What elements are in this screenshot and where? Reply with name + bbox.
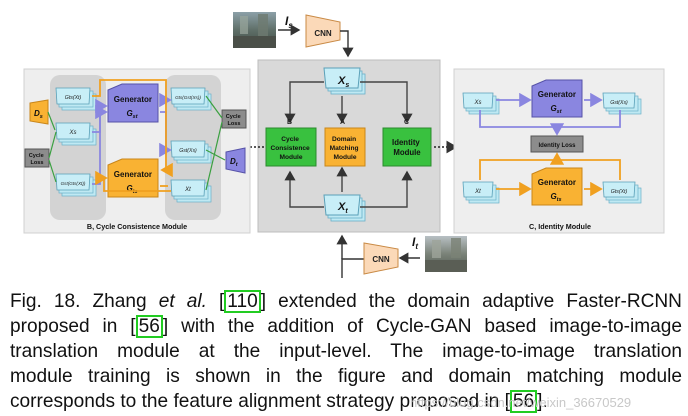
svg-text:Gts(Xt): Gts(Xt) [611,189,628,195]
right-feat-xt: Xt [462,181,500,204]
identity-module-box: Identity Module [382,127,432,167]
center-input-source: Is CNN [233,12,354,58]
right-generator-st: Generator Gst [531,79,583,118]
svg-text:Gts(Gst(Xs)): Gts(Gst(Xs)) [175,95,201,100]
svg-text:Xs: Xs [68,130,76,136]
svg-text:Generator Gst: Generator Gst [114,95,154,120]
svg-text:Gst(Gts(Xt)): Gst(Gts(Xt)) [61,181,86,186]
svg-text:Generator Gst: Generator Gst [538,90,578,115]
svg-text:Identity Module: Identity Module [392,138,422,157]
svg-text:Gts(Xt): Gts(Xt) [65,95,82,101]
cnn-bottom-label: CNN [372,255,390,264]
cnn-bottom-trapezoid [363,242,399,275]
svg-text:Ds: Ds [34,109,43,120]
watermark: https://blog.csdn.net/weixin_36670529 [410,395,632,410]
left-cycle-loss-left: Cycle Loss [24,148,50,168]
left-feat-gst-gts-xt: Gst(Gts(Xt)) [55,173,97,197]
svg-text:Xt: Xt [474,189,481,195]
right-identity-loss: Identity Loss [530,135,584,153]
method-diagram: Is CNN Xs Xt B A C Cycle Consistence Mod… [23,12,665,278]
svg-text:Is: Is [285,14,293,30]
left-dt: Dt [225,147,246,174]
letter-a: A [340,119,345,126]
center-input-target: CNN It [336,234,467,278]
xs-label: X [337,75,346,87]
citation-link-56[interactable]: 56 [135,315,163,338]
citation-link-56-second[interactable]: 56 [509,390,538,413]
svg-text:Cycle Loss: Cycle Loss [226,114,243,127]
svg-text:Cycle Loss: Cycle Loss [29,153,46,166]
svg-text:Xt: Xt [337,201,348,215]
citation-link-110[interactable]: 110 [224,290,261,313]
left-feat-gts-xt: Gts(Xt) [55,87,97,111]
svg-text:Xt: Xt [184,187,191,193]
left-feat-xs: Xs [55,122,97,146]
svg-text:Domain Matching Mo: Domain Matching Module [330,136,361,161]
center-xs-feature: Xs [323,67,366,95]
left-ds: Ds [29,99,49,125]
svg-text:Gst(Xs): Gst(Xs) [179,148,197,154]
caption-line-5: corresponds to the feature alignment str… [10,390,548,413]
caption-line-2: proposed in [56] with the addition of Cy… [10,315,682,338]
left-feat-gst-xs: Gst(Xs) [170,140,212,164]
cnn-top-trapezoid [305,14,341,48]
svg-text:Identity Loss: Identity Loss [538,143,576,149]
svg-text:Cycle Consistence: Cycle Consistence Module [270,136,311,161]
left-feat-gts-gst-xs: Gts(Gst(Xs)) [170,87,212,111]
svg-text:Generator Gts: Generator Gts [114,170,154,195]
left-cycle-loss-right: Cycle Loss [221,109,247,129]
cycle-consistence-module-box: Cycle Consistence Module [265,127,317,167]
svg-text:Gst(Xs): Gst(Xs) [610,100,628,106]
caption-line-3: translation module at the input-level. T… [10,341,682,362]
right-generator-ts: Generator Gts [531,167,583,206]
center-xt-feature: Xt [323,194,366,222]
svg-text:Xs: Xs [337,75,349,89]
cnn-top-label: CNN [314,29,332,38]
caption-line-4: module training is shown in the figure a… [10,366,682,387]
input-source-label: I [285,14,289,28]
letter-b: B [287,119,292,126]
caption-line-1: Fig. 18. Zhang et al. [110] extended the… [10,290,682,313]
figure-caption: Fig. 18. Zhang et al. [110] extended the… [10,289,682,414]
svg-text:Generator Gts: Generator Gts [538,178,578,203]
svg-text:It: It [412,235,418,251]
letter-c: C [404,119,409,126]
right-panel-title: C, Identity Module [529,222,591,231]
left-panel-title: B, Cycle Consistence Module [87,222,187,231]
xt-label: X [337,201,346,213]
left-generator-st: Generator Gst [107,83,159,123]
input-target-label: I [412,235,416,249]
left-feat-xt: Xt [170,179,212,203]
svg-text:Xs: Xs [473,100,481,106]
right-feat-gts-xt: Gts(Xt) [602,181,642,204]
right-feat-xs: Xs [462,92,500,115]
domain-matching-module-box: Domain Matching Module [324,127,366,167]
right-feat-gst-xs: Gst(Xs) [602,92,642,115]
svg-text:Dt: Dt [230,157,239,168]
